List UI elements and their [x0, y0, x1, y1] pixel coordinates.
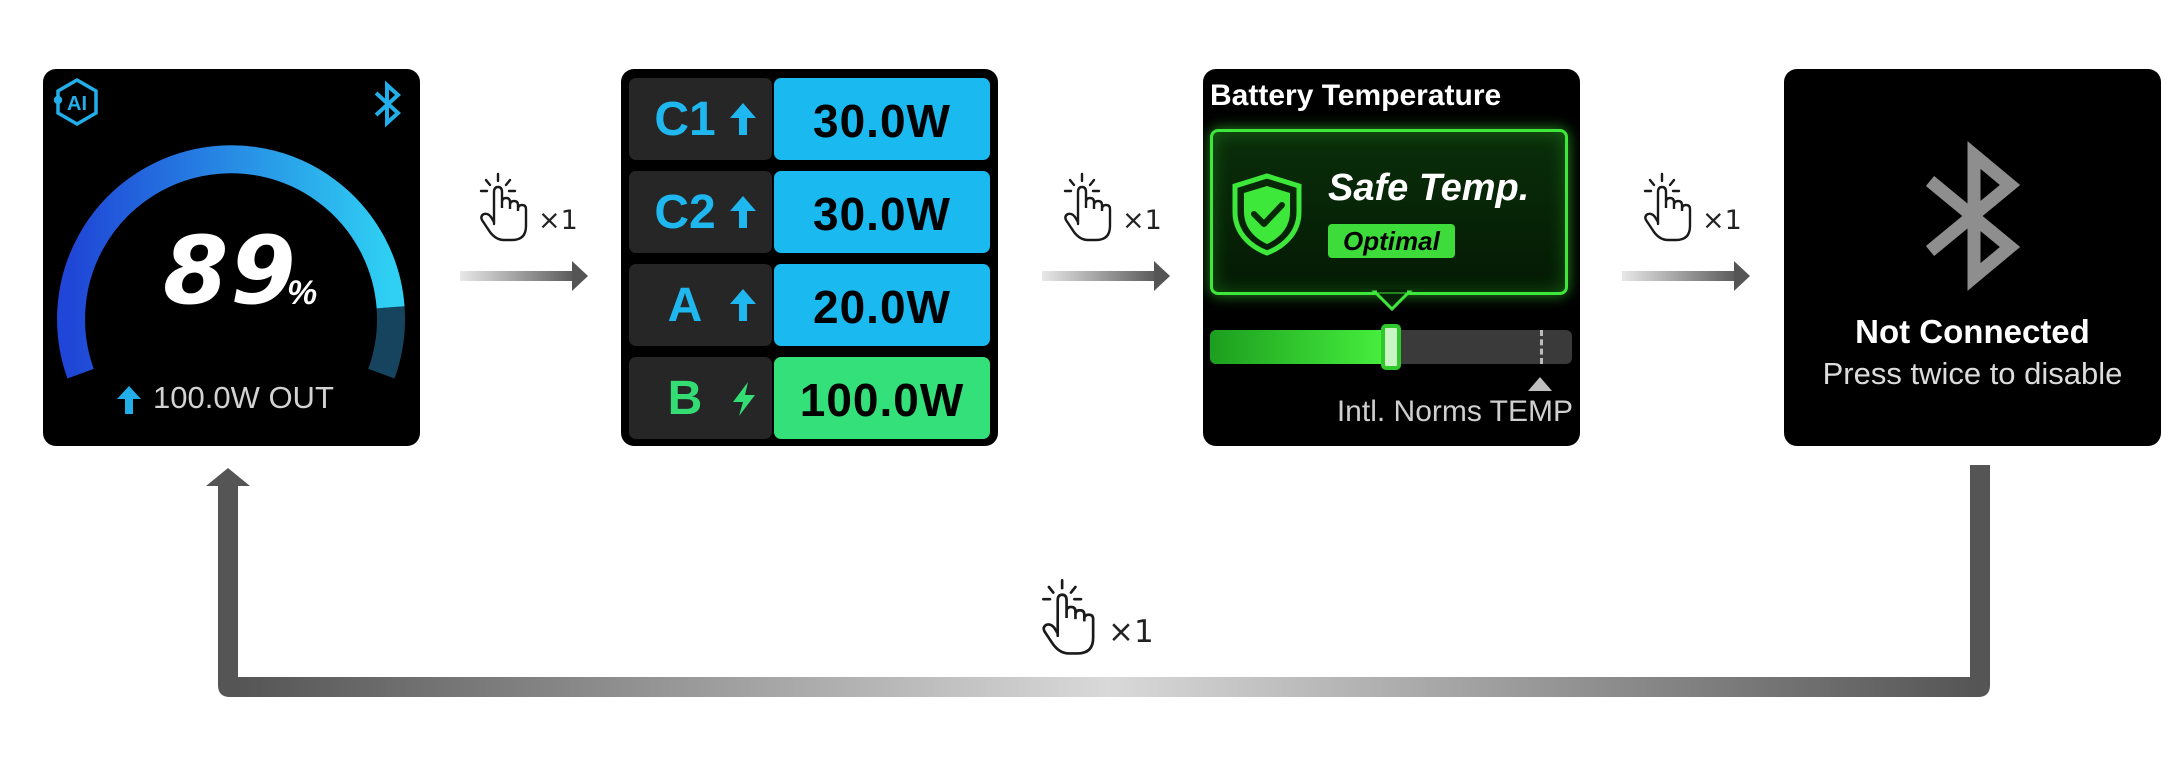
- gauge-level-arc: [57, 145, 405, 379]
- temperature-status-box: Safe Temp. Optimal: [1210, 129, 1568, 295]
- lightning-icon: [733, 382, 755, 416]
- bluetooth-screen: Not Connected Press twice to disable: [1784, 69, 2161, 446]
- svg-text:AI: AI: [67, 93, 87, 115]
- battery-gauge: [57, 145, 406, 379]
- temperature-fill: [1210, 330, 1391, 364]
- port-value-cell: 30.0W: [774, 78, 990, 160]
- port-value: 20.0W: [813, 281, 951, 333]
- port-name: A: [667, 279, 703, 332]
- port-name-cell: A: [629, 264, 772, 346]
- tap-count: ×1: [1108, 614, 1154, 650]
- norm-label: Intl. Norms TEMP: [1336, 395, 1573, 428]
- optimal-badge: Optimal: [1328, 224, 1455, 258]
- arrow-up-icon: [730, 196, 756, 228]
- bluetooth-hint: Press twice to disable: [1822, 356, 2123, 391]
- tap-hand-icon: [1041, 579, 1095, 655]
- pointer-notch: [1371, 289, 1413, 312]
- loop-back-arrow: [206, 465, 1990, 697]
- port-row-b: B 100.0W: [629, 357, 990, 439]
- temperature-thumb: [1381, 324, 1401, 370]
- gauge-remaining-arc: [368, 306, 406, 379]
- tap-hand-icon: [1643, 172, 1692, 242]
- battery-percent: 89: [163, 217, 298, 326]
- arrow-up-icon: [730, 289, 756, 321]
- port-name-cell: C2: [629, 171, 772, 253]
- port-name-cell: B: [629, 357, 772, 439]
- port-row-c1: C1 30.0W: [629, 78, 990, 160]
- ports-screen: C1 30.0W C2 30.0W A 20.0W: [621, 69, 998, 446]
- port-value: 30.0W: [813, 188, 951, 240]
- temperature-title: Battery Temperature: [1210, 79, 1502, 112]
- battery-screen: AI 89 % 100.0W OUT: [43, 69, 420, 446]
- port-name: C2: [654, 186, 716, 239]
- arrow-right-icon: [1042, 261, 1170, 291]
- tap-count: ×1: [538, 205, 578, 236]
- tap-hand-icon: [479, 172, 528, 242]
- shield-check-icon: [1232, 173, 1302, 256]
- norm-marker-line: [1540, 330, 1543, 364]
- bluetooth-status: Not Connected: [1855, 313, 2090, 350]
- percent-sign: %: [287, 274, 318, 312]
- tap-count: ×1: [1702, 205, 1742, 236]
- port-value: 100.0W: [799, 374, 965, 426]
- port-value-cell: 20.0W: [774, 264, 990, 346]
- port-row-c2: C2 30.0W: [629, 171, 990, 253]
- bluetooth-icon: [374, 80, 401, 128]
- port-name-cell: C1: [629, 78, 772, 160]
- safe-temp-title: Safe Temp.: [1328, 167, 1530, 209]
- arrow-right-icon: [1622, 261, 1750, 291]
- port-row-a: A 20.0W: [629, 264, 990, 346]
- port-name: C1: [654, 93, 716, 146]
- norm-marker-triangle: [1528, 377, 1552, 391]
- arrow-up-icon: [730, 103, 756, 135]
- temperature-screen: Battery Temperature Safe Temp. Optimal I…: [1203, 69, 1580, 446]
- port-value-cell: 30.0W: [774, 171, 990, 253]
- port-name: B: [667, 372, 703, 425]
- output-power: 100.0W OUT: [153, 380, 334, 415]
- tap-hand-icon: [1063, 172, 1112, 242]
- port-value-cell: 100.0W: [774, 357, 990, 439]
- port-value: 30.0W: [813, 95, 951, 147]
- arrow-right-icon: [460, 261, 588, 291]
- bluetooth-icon: [1925, 141, 2021, 291]
- ai-icon: AI: [53, 77, 98, 127]
- arrow-up-icon: [117, 386, 141, 414]
- tap-count: ×1: [1122, 205, 1162, 236]
